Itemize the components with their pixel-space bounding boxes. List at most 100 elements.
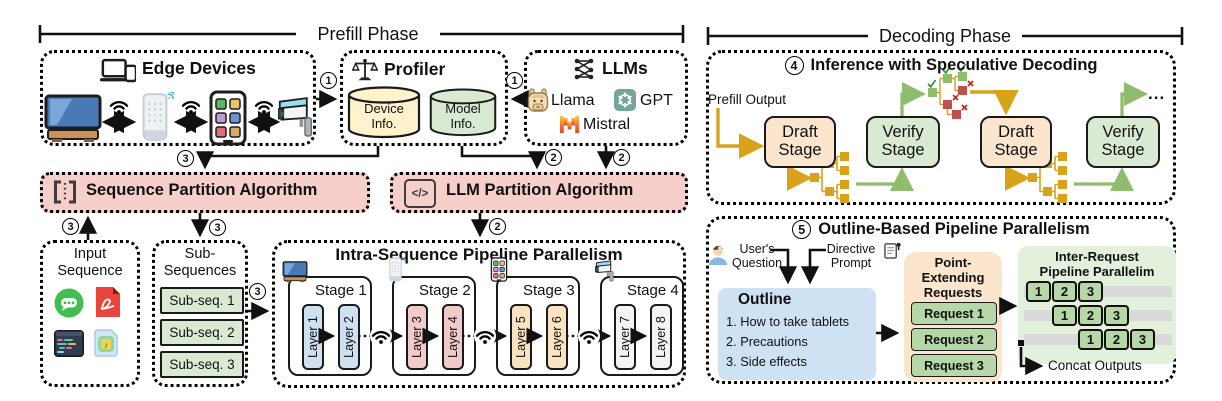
sub-seq-3: Sub-seq. 3 (160, 351, 244, 378)
layer-6: Layer 6 (546, 304, 568, 370)
stage-1-tv-icon (282, 261, 308, 282)
sequence-partition-icon (54, 180, 76, 204)
profiler-title: Profiler (384, 59, 446, 79)
llama-icon (527, 88, 549, 112)
verify-stage-2: Verify Stage (1086, 116, 1160, 168)
smart-speaker-icon (136, 92, 174, 142)
stage-3-label: Stage 3 (523, 282, 575, 299)
layer-3: Layer 3 (406, 304, 428, 370)
step-1-edge-profiler: 1 (320, 72, 337, 89)
model-info-label: Model Info. (445, 101, 481, 131)
pipeline-cell-r3-3: 3 (1130, 329, 1155, 350)
pipeline-cell-r1-2: 2 (1052, 281, 1077, 302)
step-2-to-intra-seq: 2 (489, 218, 506, 235)
layer-6-label: Layer 6 (550, 316, 564, 358)
laptop-devices-icon (100, 58, 136, 85)
pipeline-cell-r3-2: 2 (1104, 329, 1129, 350)
gpt-icon (614, 89, 636, 111)
stage-4-box: Stage 4 Layer 7 Layer 8 (600, 276, 684, 376)
outline-item-1: 1. How to take tablets (726, 314, 850, 329)
device-info-cylinder (347, 86, 421, 139)
llm-partition-box (390, 172, 688, 213)
directive-prompt-label: Directive Prompt (826, 242, 876, 271)
point-extending-requests-box: Point- Extending Requests Request 1 Requ… (904, 252, 1002, 382)
draft-stage-2: Draft Stage (980, 116, 1052, 168)
scales-icon (352, 57, 378, 83)
step-3-to-stage1: 3 (249, 283, 266, 300)
pipeline-cell-r2-2: 2 (1078, 305, 1103, 326)
layer-5: Layer 5 (510, 304, 532, 370)
step-1-llms-profiler: 1 (506, 72, 523, 89)
pipeline-cell-r2-1: 1 (1052, 305, 1077, 326)
model-info-cylinder (429, 88, 497, 137)
stage-3-box: Stage 3 Layer 5 Layer 6 (496, 276, 580, 376)
request-2: Request 2 (911, 328, 997, 351)
code-file-icon (54, 330, 84, 357)
sub-sequences-title: Sub- Sequences (163, 246, 237, 280)
stage-2-speaker-icon (386, 257, 405, 282)
edge-devices-title: Edge Devices (142, 58, 256, 78)
smartphone-icon (208, 90, 248, 146)
llm-partition-title: LLM Partition Algorithm (446, 181, 634, 199)
layer-4: Layer 4 (442, 304, 464, 370)
spec-decoding-title-row: 4 Inference with Speculative Decoding (706, 56, 1176, 75)
inter-request-title: Inter-Request Pipeline Parallelim (1039, 249, 1155, 280)
layer-2-label: Layer 2 (342, 316, 356, 358)
network-icon (572, 57, 596, 81)
pipeline-cell-r3-1: 1 (1078, 329, 1103, 350)
mistral-icon (560, 115, 579, 134)
layer-2: Layer 2 (338, 304, 360, 370)
tv-icon (44, 94, 102, 142)
llm-partition-icon: </> (404, 179, 436, 208)
outline-box: Outline 1. How to take tablets 2. Precau… (718, 288, 876, 380)
outline-pp-title-row: 5 Outline-Based Pipeline Parallelism (706, 220, 1176, 239)
sequence-partition-title: Sequence Partition Algorithm (86, 181, 318, 199)
step-3-input-up: 3 (62, 218, 79, 235)
step-3-to-seq-partition: 3 (177, 150, 194, 167)
stage-2-label: Stage 2 (419, 282, 471, 299)
step-4-badge: 4 (784, 56, 804, 75)
stage-1-label: Stage 1 (315, 282, 367, 299)
music-file-icon (92, 328, 120, 358)
llms-title: LLMs (602, 58, 648, 78)
mistral-label: Mistral (583, 116, 631, 133)
sub-seq-2: Sub-seq. 2 (160, 319, 244, 346)
intra-sequence-title: Intra-Sequence Pipeline Parallelism (335, 245, 623, 264)
step-2-llms-to-llm-partition: 2 (613, 149, 630, 166)
step-2-model-to-llm-partition: 2 (545, 149, 562, 166)
llama-label: Llama (551, 92, 595, 109)
sub-seq-1: Sub-seq. 1 (160, 287, 244, 314)
layer-4-label: Layer 4 (446, 316, 460, 358)
step-5-badge: 5 (792, 220, 812, 239)
pipeline-cell-r1-3: 3 (1078, 281, 1103, 302)
users-question-label: User's Question (731, 242, 783, 271)
step-3-to-subseq: 3 (209, 219, 226, 236)
request-3: Request 3 (911, 354, 997, 377)
stage-2-box: Stage 2 Layer 3 Layer 4 (392, 276, 476, 376)
pdf-icon (94, 286, 122, 318)
outline-pp-title: Outline-Based Pipeline Parallelism (818, 220, 1090, 238)
stage-4-label: Stage 4 (627, 282, 679, 299)
layer-7-label: Layer 7 (618, 316, 632, 358)
layer-8-label: Layer 8 (654, 316, 668, 358)
continuation-ellipsis: ... (1148, 84, 1166, 103)
prefill-output-label: Prefill Output (708, 92, 787, 107)
gpt-label: GPT (640, 92, 673, 109)
stage-3-phone-icon (490, 257, 508, 282)
outline-item-2: 2. Precautions (726, 334, 808, 349)
input-sequence-title: Input Sequence (57, 246, 123, 280)
layer-3-label: Layer 3 (410, 316, 424, 358)
code-glyph: </> (411, 187, 429, 200)
request-1: Request 1 (911, 302, 997, 325)
prefill-phase-label: Prefill Phase (317, 24, 419, 44)
point-extending-requests-title: Point- Extending Requests (921, 255, 985, 300)
spec-decoding-title: Inference with Speculative Decoding (810, 56, 1098, 74)
layer-7: Layer 7 (614, 304, 636, 370)
layer-1: Layer 1 (302, 304, 324, 370)
sequence-partition-box (40, 172, 370, 213)
layer-1-label: Layer 1 (306, 316, 320, 358)
layer-8: Layer 8 (650, 304, 672, 370)
pipeline-cell-r1-1: 1 (1026, 281, 1051, 302)
pipeline-cell-r2-3: 3 (1104, 305, 1129, 326)
